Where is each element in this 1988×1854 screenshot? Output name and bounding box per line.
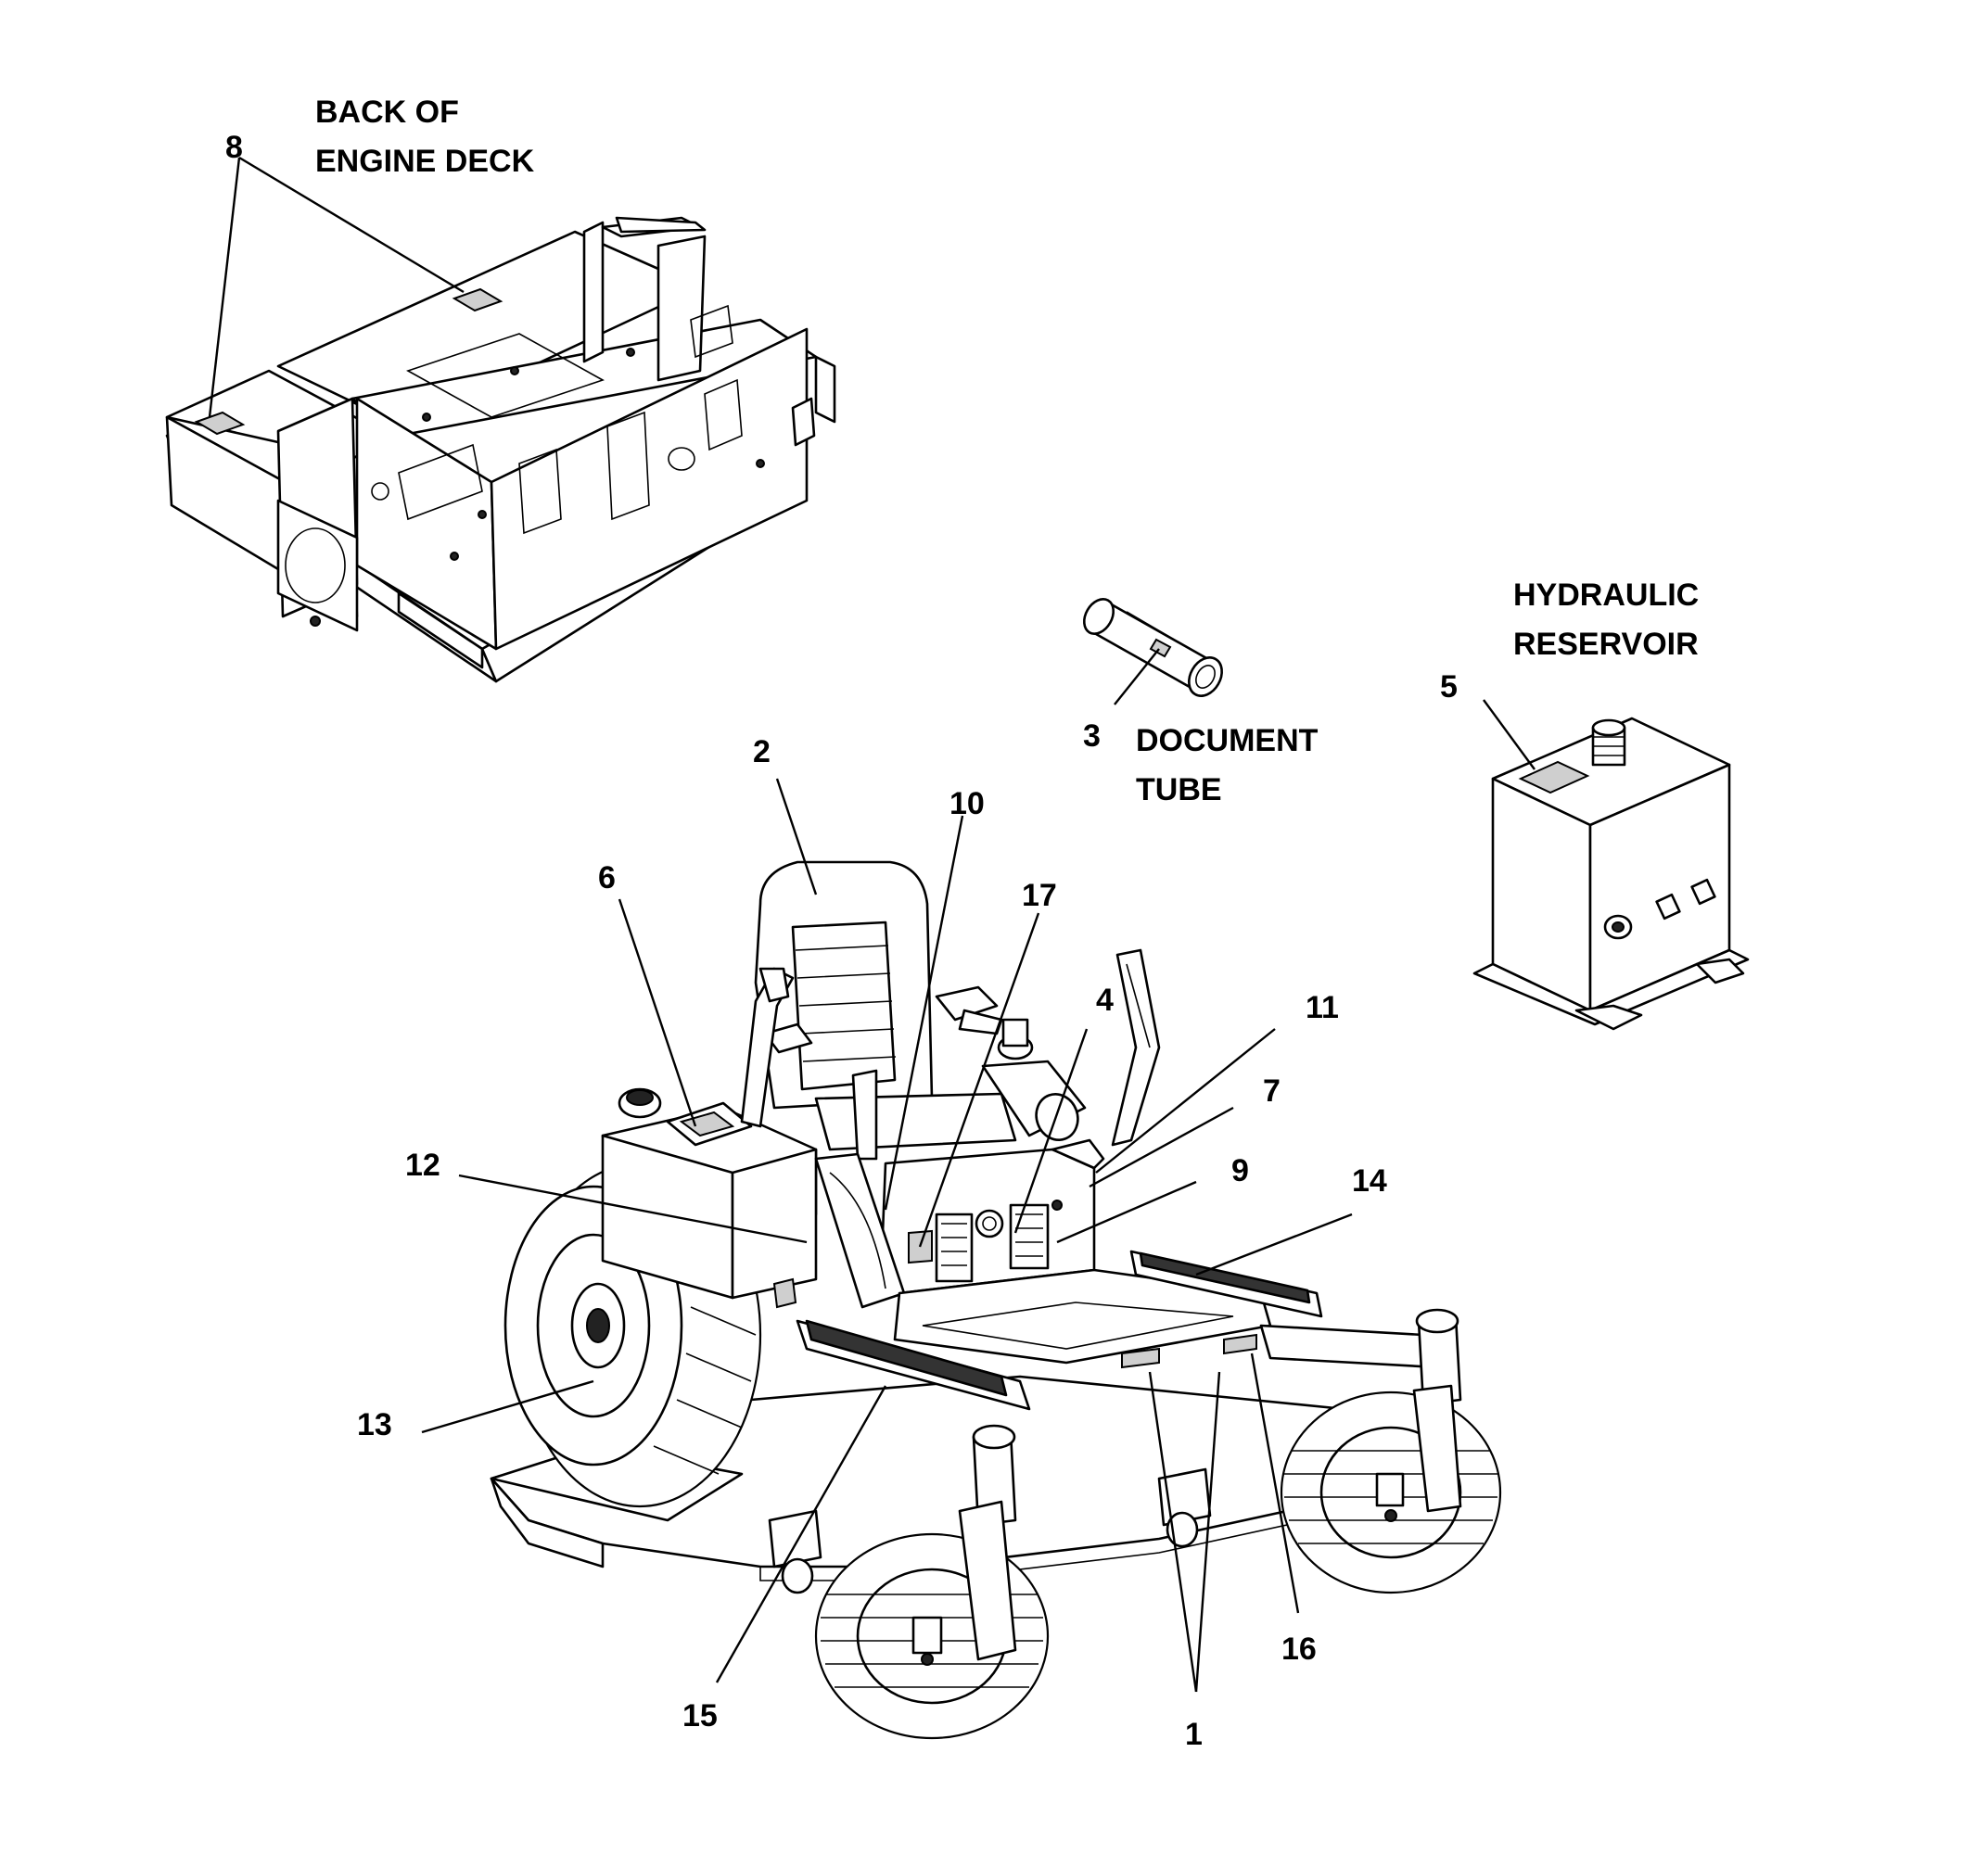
callout-14: 14 — [1352, 1163, 1387, 1199]
caption-engine-deck-line-1: BACK OF — [315, 95, 459, 130]
callout-17: 17 — [1022, 878, 1057, 913]
callout-9: 9 — [1231, 1153, 1249, 1188]
callout-7: 7 — [1263, 1073, 1281, 1109]
caption-engine-deck-line-2: ENGINE DECK — [315, 144, 535, 179]
callout-11: 11 — [1306, 990, 1339, 1025]
caption-hydraulic-reservoir-line-1: HYDRAULIC — [1513, 578, 1699, 613]
callout-12: 12 — [405, 1148, 440, 1183]
engine-deck-drawing — [165, 216, 836, 683]
callout-8: 8 — [225, 130, 243, 165]
callout-2: 2 — [753, 734, 771, 769]
callout-1: 1 — [1185, 1717, 1203, 1752]
document-tube-drawing — [1082, 598, 1223, 697]
callout-5: 5 — [1440, 669, 1458, 705]
callout-4: 4 — [1096, 983, 1114, 1018]
hydraulic-reservoir-drawing — [1472, 717, 1750, 1031]
callout-16: 16 — [1281, 1632, 1317, 1667]
caption-hydraulic-reservoir-line-2: RESERVOIR — [1513, 627, 1699, 662]
caption-document-tube-line-2: TUBE — [1136, 772, 1222, 807]
callout-6: 6 — [598, 860, 616, 895]
leader-lines — [208, 156, 1536, 1693]
callout-13: 13 — [357, 1407, 392, 1442]
callout-15: 15 — [682, 1698, 718, 1733]
callout-10: 10 — [949, 786, 985, 821]
mower-drawing — [490, 860, 1502, 1740]
caption-document-tube-line-1: DOCUMENT — [1136, 723, 1319, 758]
callout-3: 3 — [1083, 718, 1101, 754]
